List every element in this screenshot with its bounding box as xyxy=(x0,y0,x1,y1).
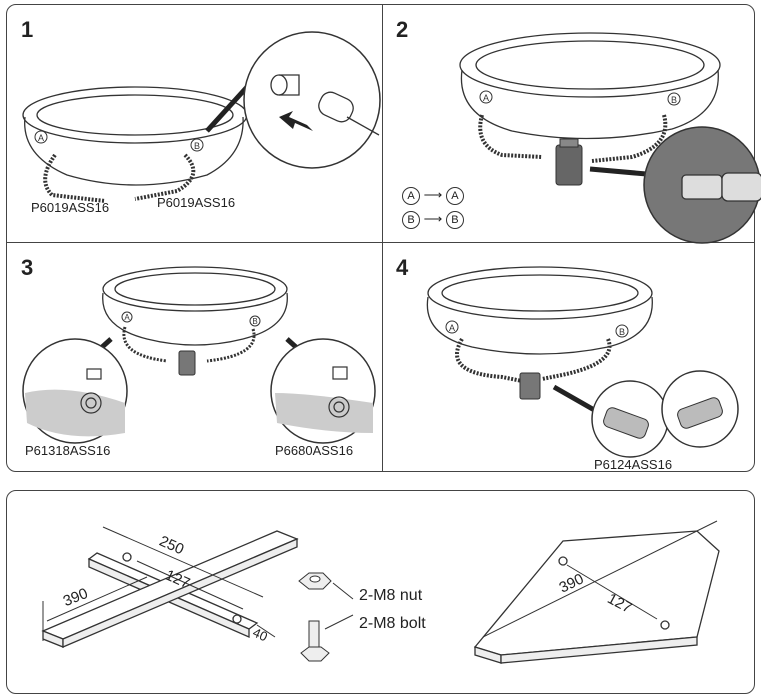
connection-b-row: B ⟶ B xyxy=(402,211,464,229)
dimension-lines xyxy=(482,520,718,638)
pool-hose-left xyxy=(43,153,106,203)
dimension-lines xyxy=(42,526,276,641)
marker-a: A xyxy=(38,133,44,143)
plate-base xyxy=(473,530,720,664)
svg-text:A: A xyxy=(124,313,130,322)
base-assembly-frame: 250 390 127 40 2-M8 nut 2-M8 bolt 390 12… xyxy=(6,490,755,694)
connection-a-row: A ⟶ A xyxy=(402,187,464,205)
nut-icon xyxy=(298,572,354,600)
detail-circle xyxy=(243,31,381,169)
arrow-icon xyxy=(279,111,313,131)
part-label: P6019ASS16 xyxy=(157,195,236,210)
bolt-label: 2-M8 bolt xyxy=(359,615,426,632)
step-number: 1 xyxy=(21,17,34,42)
assembly-steps-frame: 1 A B xyxy=(6,4,761,472)
bolt-icon xyxy=(300,614,354,662)
step-number: 4 xyxy=(396,255,409,280)
pump-icon xyxy=(555,138,583,186)
step-2-illustration: A B xyxy=(459,32,761,244)
svg-text:B: B xyxy=(619,327,625,337)
step-1-illustration: A B xyxy=(22,31,381,203)
svg-text:A: A xyxy=(449,323,455,333)
part-label: P6680ASS16 xyxy=(275,443,354,458)
divider-vertical xyxy=(382,5,383,471)
part-label: P6019ASS16 xyxy=(31,200,110,215)
svg-text:B: B xyxy=(671,95,677,105)
nut-label: 2-M8 nut xyxy=(359,587,423,604)
svg-text:B: B xyxy=(252,317,257,326)
step-3-illustration: A B xyxy=(22,266,376,444)
arrow-icon: ⟶ xyxy=(423,187,443,202)
step-4-illustration: A B xyxy=(426,266,739,458)
step-number: 2 xyxy=(396,17,409,42)
step-1-panel: 1 A B xyxy=(7,5,381,241)
step-2-panel: 2 A B A ⟶ xyxy=(382,5,761,244)
step-4-panel: 4 A B P6124ASS16 xyxy=(382,243,756,479)
arrow-icon: ⟶ xyxy=(423,211,443,226)
connector-detail xyxy=(270,74,380,136)
step-number: 3 xyxy=(21,255,34,280)
base-illustration xyxy=(41,520,720,664)
divider-horizontal xyxy=(7,242,754,243)
step-3-panel: 3 A B xyxy=(7,243,381,479)
part-label: P6124ASS16 xyxy=(594,457,673,472)
svg-text:A: A xyxy=(483,93,489,103)
marker-b: B xyxy=(194,141,200,151)
pump-icon xyxy=(178,350,196,376)
cross-base xyxy=(41,530,299,648)
part-label: P61318ASS16 xyxy=(25,443,111,458)
pump-icon xyxy=(519,372,541,400)
pool-hose-right xyxy=(134,153,196,201)
